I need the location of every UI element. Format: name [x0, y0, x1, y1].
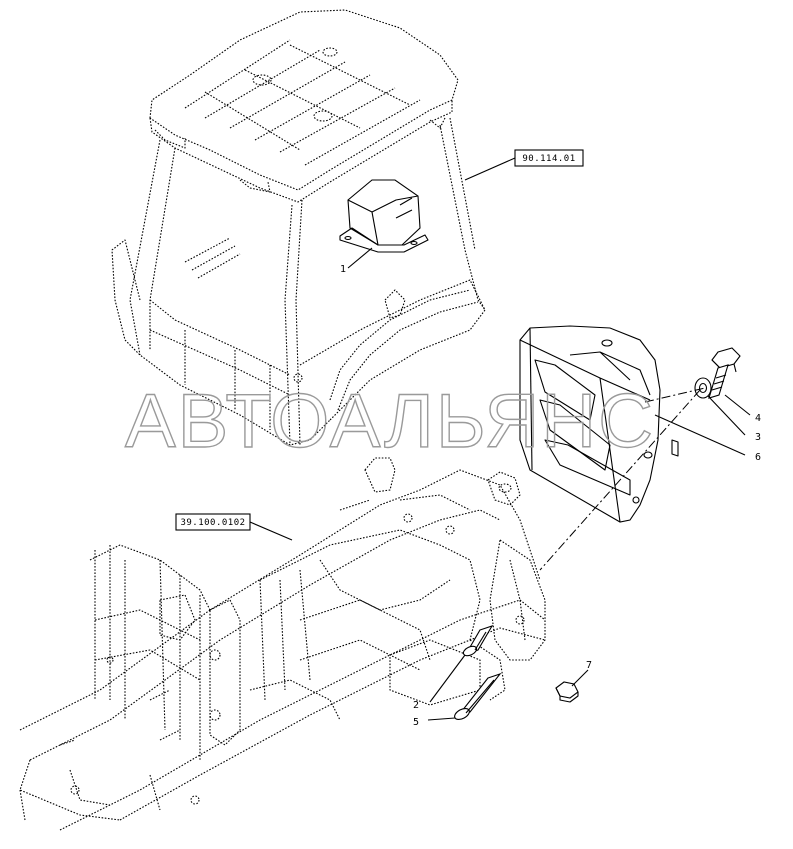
part-4-bolt [708, 347, 741, 399]
callout-3: 3 [707, 395, 761, 443]
assembly-lines [539, 387, 706, 571]
part-6-counterweight [519, 325, 679, 523]
callout-label-7: 7 [586, 660, 592, 671]
callout-label-4: 4 [755, 413, 761, 424]
callout-2: 2 [413, 654, 466, 711]
callout-7: 7 [571, 660, 592, 687]
part-2-pin [462, 625, 494, 657]
part-5-pin [454, 672, 502, 721]
callout-label-1: 1 [340, 264, 346, 275]
callout-1: 1 [340, 247, 373, 275]
frame-assembly [19, 457, 546, 831]
watermark-text: АВТОАЛЬЯНС [125, 379, 655, 464]
callout-label-6: 6 [755, 452, 761, 463]
callout-label-3: 3 [755, 432, 761, 443]
frame-reference-label: 39.100.0102 [180, 518, 245, 528]
cab-reference: 90.114.01 [464, 149, 584, 181]
frame-reference: 39.100.0102 [175, 513, 293, 541]
part-1-cab-module [339, 179, 429, 253]
cab-assembly [111, 9, 486, 446]
callout-4: 4 [724, 394, 761, 424]
part-7-nut [555, 681, 579, 703]
callout-5: 5 [413, 717, 456, 728]
callout-6: 6 [654, 414, 761, 463]
cab-reference-label: 90.114.01 [522, 154, 575, 164]
callout-label-2: 2 [413, 700, 419, 711]
callout-label-5: 5 [413, 717, 419, 728]
